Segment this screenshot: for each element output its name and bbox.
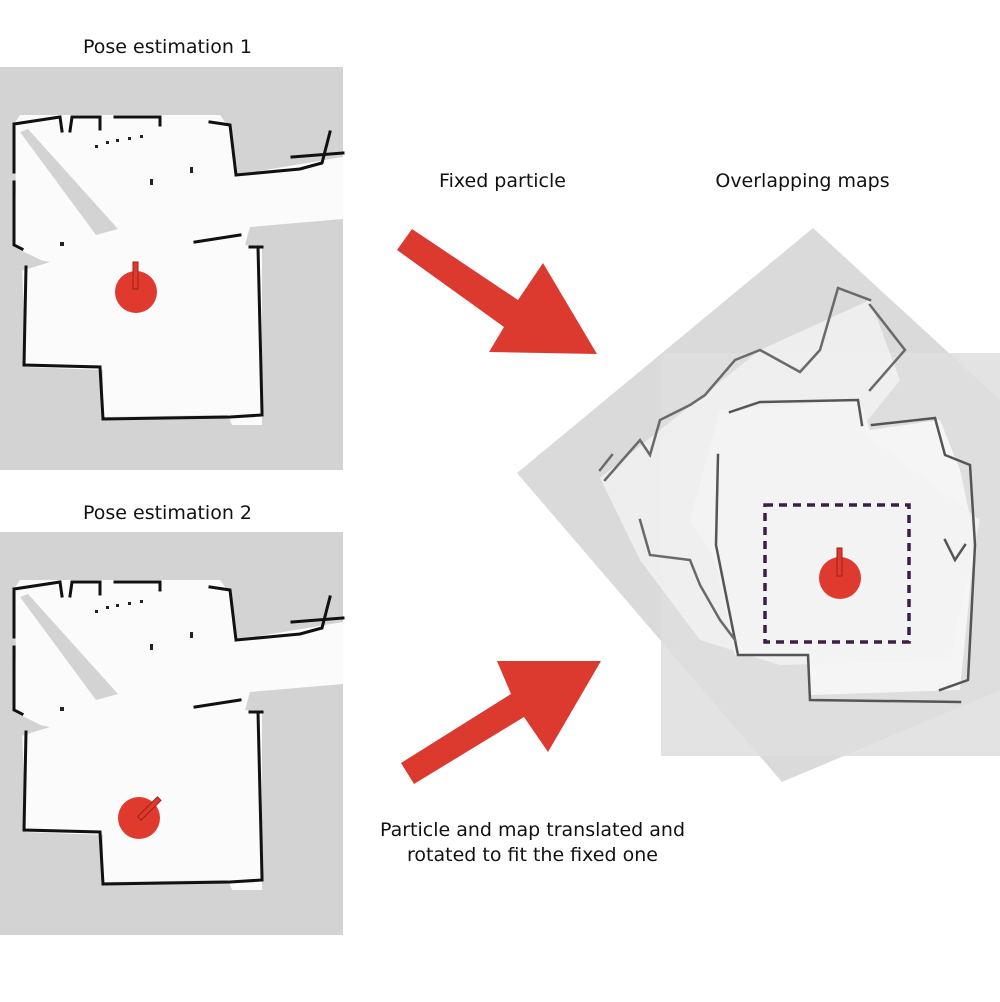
pose-1-particle [115,261,157,313]
overlap-particle [819,547,861,599]
fixed-particle-title: Fixed particle [439,170,566,192]
pose-2-particle [118,796,162,839]
transform-caption: Particle and map translated and rotated … [340,818,725,868]
highlight-box [763,503,911,644]
pose-estimation-2-title: Pose estimation 2 [82,502,253,524]
caption-line-2: rotated to fit the fixed one [407,844,658,866]
pose-estimation-1-title: Pose estimation 1 [82,36,253,58]
pose-1-map [0,65,345,472]
caption-line-1: Particle and map translated and [379,819,686,841]
overlapping-maps-title: Overlapping maps [715,170,890,192]
arrow-transform [401,661,601,784]
overlap-walls [598,286,977,704]
pose-2-map [0,530,345,937]
arrow-fixed-particle [397,229,597,354]
